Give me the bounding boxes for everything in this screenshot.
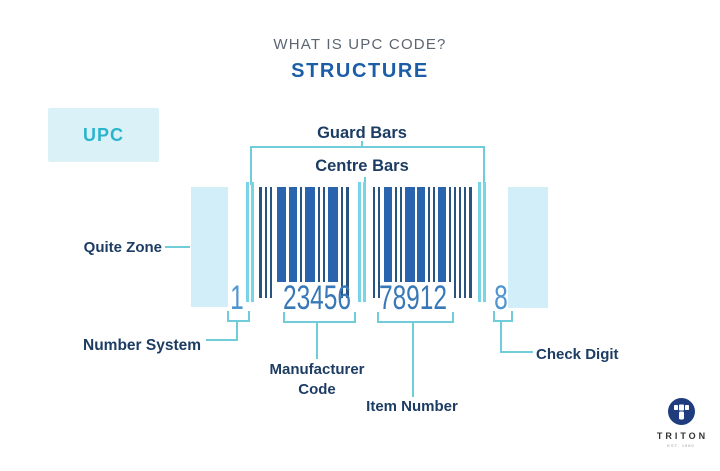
page-title: STRUCTURE [291, 60, 429, 82]
guard-bar [251, 182, 254, 302]
barcode-bar [346, 187, 349, 298]
barcode-bar [449, 187, 451, 282]
barcode-bar [277, 187, 286, 282]
triton-logo-tagline: EST. 1980 [667, 443, 695, 448]
manufacturer-code-digits: 23456 [282, 279, 352, 317]
barcode-bar [454, 187, 456, 298]
item-number-connector-line [412, 321, 414, 397]
manufacturer-code-label-line2: Code [298, 381, 336, 398]
barcode-bar [405, 187, 415, 282]
number-system-bracket [227, 311, 250, 322]
number-system-label: Number System [83, 337, 202, 354]
item-number-label: Item Number [366, 398, 458, 415]
barcode-bar [300, 187, 302, 282]
barcode-bar [400, 187, 402, 282]
number-system-connector-horizontal [206, 339, 238, 341]
guard-bar [246, 182, 249, 302]
barcode-bar [318, 187, 320, 282]
check-digit-label: Check Digit [536, 346, 619, 363]
item-number-bracket [377, 312, 454, 323]
barcode-bar [417, 187, 425, 282]
item-number-digits: 78912 [378, 279, 448, 317]
barcode-bar [341, 187, 343, 298]
quiet-zone-right [508, 187, 548, 308]
barcode-bar [428, 187, 430, 282]
barcode-bar [384, 187, 392, 282]
triton-logo: TRITON EST. 1980 [645, 398, 717, 448]
check-digit-connector-vertical [500, 320, 502, 352]
barcode-bar [323, 187, 325, 282]
quiet-zone-left [191, 187, 228, 307]
manufacturer-code-connector-line [316, 321, 318, 359]
manufacturer-code-bracket [283, 312, 356, 323]
barcode-bar [438, 187, 446, 282]
barcode-bar [378, 187, 380, 298]
upc-badge: UPC [48, 108, 159, 162]
upc-badge-label: UPC [82, 124, 124, 145]
barcode-bar [259, 187, 262, 298]
barcode-bar [289, 187, 297, 282]
quiet-zone-connector-line [165, 246, 190, 248]
barcode-bar [265, 187, 267, 298]
barcode-bar [395, 187, 397, 282]
guard-bars-bracket [250, 146, 485, 185]
guard-bar [363, 182, 366, 302]
barcode-bar [270, 187, 272, 298]
number-system-connector-vertical [236, 320, 238, 340]
barcode-bar [328, 187, 338, 282]
guard-bars-tick-line [361, 141, 363, 147]
barcode-bar [373, 187, 375, 298]
check-digit: 8 [494, 279, 508, 317]
triton-logo-name: TRITON [656, 431, 709, 441]
number-system-digit: 1 [230, 279, 244, 317]
guard-bar [483, 182, 486, 302]
guard-bar [478, 182, 481, 302]
quiet-zone-label: Quite Zone [83, 239, 162, 256]
manufacturer-code-label: Manufacturer Code [242, 360, 392, 400]
barcode-bars [246, 182, 486, 307]
barcode-bar [459, 187, 461, 298]
triton-logo-icon [667, 398, 695, 425]
manufacturer-code-label-line1: Manufacturer [269, 361, 365, 378]
barcode-bar [305, 187, 315, 282]
barcode-bar [469, 187, 472, 298]
check-digit-bracket [493, 311, 513, 322]
guard-bars-label: Guard Bars [317, 124, 407, 142]
check-digit-connector-horizontal [500, 351, 533, 353]
centre-bars-label: Centre Bars [315, 157, 409, 175]
barcode-bar [464, 187, 466, 298]
guard-bar [358, 182, 361, 302]
barcode-bar [433, 187, 435, 282]
page-subtitle: WHAT IS UPC CODE? [273, 36, 447, 53]
